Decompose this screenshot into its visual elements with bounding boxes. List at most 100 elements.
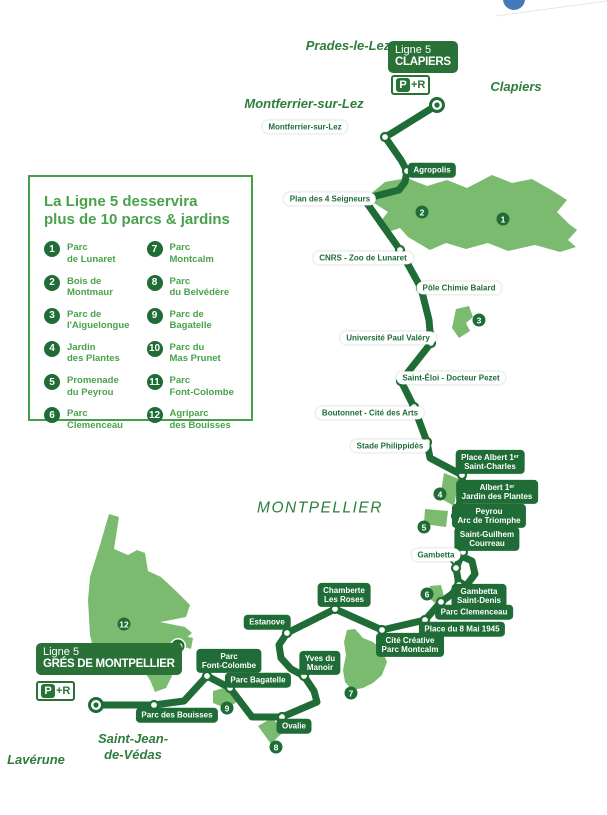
terminus-marker-gres: [88, 697, 104, 713]
stop-label-parc-clemenceau: Parc Clemenceau: [435, 604, 513, 620]
park-number-badge: 3: [44, 307, 60, 324]
stop-label-montferrier-sur-lez: Montferrier-sur-Lez: [262, 120, 348, 134]
legend-item-parc-clemenceau: 6 Parc Clemenceau: [44, 407, 137, 431]
stop-label-boutonnet-cite-des-arts: Boutonnet - Cité des Arts: [315, 406, 425, 420]
park-number-badge: 9: [146, 307, 163, 324]
legend-item-agriparc-des-bouisses: 12 Agriparc des Bouisses: [146, 407, 240, 431]
parking-icon: P: [41, 684, 55, 698]
parking-icon: P: [396, 78, 410, 92]
stop-label-stade-philippides: Stade Philippidès: [350, 439, 430, 453]
terminus-name-label: GRÉS DE MONTPELLIER: [43, 658, 175, 671]
stop-label-gambetta: Gambetta: [411, 548, 461, 562]
place-clapiers: Clapiers: [490, 78, 542, 94]
legend-column-left: 1 Parc de Lunaret 2 Bois de Montmaur 3 P…: [44, 241, 137, 431]
park-and-ride-icon-north: P +R: [391, 75, 431, 95]
park-number-badge: 1: [44, 241, 60, 258]
park-name: Parc de Bagatelle: [169, 308, 212, 332]
stop-label-parc-bagatelle: Parc Bagatelle: [224, 672, 292, 688]
stop-label-saint-guilhem-courreau: Saint-Guilhem Courreau: [454, 526, 520, 552]
park-badge-3: 3: [472, 313, 486, 327]
legend-item-parc-de-l-aiguelongue: 3 Parc de l'Aiguelongue: [44, 307, 137, 332]
terminus-line-label: Ligne 5: [395, 44, 432, 56]
park-number-badge: 7: [146, 241, 163, 258]
park-and-ride-label: +R: [411, 79, 426, 91]
park-name: Parc de Lunaret: [67, 242, 116, 265]
legend-item-parc-font-colombe: 11 Parc Font-Colombe: [146, 374, 240, 398]
stop-label-saint-eloi-docteur-pezet: Saint-Éloi - Docteur Pezet: [396, 371, 506, 385]
page-fold-line: [495, 0, 607, 17]
stop-label-place-albert-1er: Place Albert 1ᵉʳ Saint-Charles: [455, 449, 525, 475]
stop-label-plan-des-4-seigneurs: Plan des 4 Seigneurs: [283, 192, 377, 206]
parks-legend: La Ligne 5 desservira plus de 10 parcs &…: [28, 175, 253, 431]
stop-label-universite-paul-valery: Université Paul Valéry: [340, 331, 436, 345]
place-montferrier: Montferrier-sur-Lez: [244, 95, 364, 111]
park-name: Parc du Belvédère: [169, 275, 230, 299]
stop-marker: [281, 627, 293, 639]
park-name: Parc de l'Aiguelongue: [67, 308, 130, 332]
park-badge-4: 4: [433, 487, 447, 501]
park-name: Parc Montcalm: [169, 242, 214, 265]
terminus-line-label: Ligne 5: [43, 646, 80, 658]
legend-item-parc-du-belvedere: 8 Parc du Belvédère: [146, 274, 240, 299]
legend-column-right: 7 Parc Montcalm 8 Parc du Belvédère 9 Pa…: [146, 241, 240, 431]
park-name: Jardin des Plantes: [67, 341, 120, 365]
park-area-5: [424, 509, 448, 527]
park-number-badge: 12: [146, 407, 163, 424]
park-number-badge: 2: [44, 274, 60, 291]
legend-item-bois-de-montmaur: 2 Bois de Montmaur: [44, 274, 137, 299]
park-number-badge: 10: [146, 340, 163, 357]
park-badge-5: 5: [417, 520, 431, 534]
park-name: Parc Font-Colombe: [169, 375, 234, 398]
legend-columns: 1 Parc de Lunaret 2 Bois de Montmaur 3 P…: [44, 241, 239, 431]
stop-label-agropolis: Agropolis: [407, 162, 457, 178]
park-badge-12: 12: [117, 617, 131, 631]
stop-label-pole-chimie-balard: Pôle Chimie Balard: [416, 281, 502, 295]
legend-item-jardin-des-plantes: 4 Jardin des Plantes: [44, 340, 137, 365]
stop-marker: [201, 670, 213, 682]
place-saint-jean-de-vedas: Saint-Jean- de-Védas: [97, 730, 169, 762]
park-number-badge: 4: [44, 340, 60, 357]
park-number-badge: 8: [146, 274, 163, 291]
park-badge-9: 9: [220, 701, 234, 715]
place-laverune: Lavérune: [7, 751, 65, 767]
legend-title: La Ligne 5 desservira plus de 10 parcs &…: [44, 193, 230, 228]
park-name: Parc du Mas Prunet: [169, 341, 221, 365]
stop-label-yves-du-manoir: Yves du Manoir: [299, 650, 341, 676]
park-area-3: [452, 306, 473, 338]
legend-item-parc-montcalm: 7 Parc Montcalm: [146, 241, 240, 265]
terminus-box-clapiers: Ligne 5 CLAPIERS: [388, 41, 458, 73]
stop-label-peyrou-arc-de-triomphe: Peyrou Arc de Triomphe: [451, 503, 527, 529]
stop-label-albert-1er-jardin-des-plantes: Albert 1ᵉʳ Jardin des Plantes: [456, 479, 538, 505]
park-badge-7: 7: [344, 686, 358, 700]
stop-label-gambetta-saint-denis: Gambetta Saint-Denis: [451, 583, 507, 609]
stop-marker: [450, 562, 462, 574]
park-badge-6: 6: [420, 587, 434, 601]
logo-fragment: [503, 0, 525, 10]
place-montpellier: MONTPELLIER: [257, 499, 383, 517]
stop-label-place-du-8-mai-1945: Place du 8 Mai 1945: [418, 621, 506, 637]
park-number-badge: 6: [44, 407, 60, 424]
stop-label-ovalie: Ovalie: [276, 718, 312, 734]
park-and-ride-label: +R: [56, 685, 71, 697]
park-number-badge: 5: [44, 374, 60, 390]
legend-item-parc-de-bagatelle: 9 Parc de Bagatelle: [146, 307, 240, 332]
park-name: Bois de Montmaur: [67, 275, 113, 299]
stop-label-parc-des-bouisses: Parc des Bouisses: [135, 707, 219, 723]
park-name: Parc Clemenceau: [67, 408, 123, 431]
stop-label-cnrs-zoo-de-lunaret: CNRS - Zoo de Lunaret: [313, 251, 413, 265]
park-badge-1: 1: [496, 212, 510, 226]
park-badge-8: 8: [269, 740, 283, 754]
stop-label-estanove: Estanove: [243, 614, 291, 630]
park-number-badge: 11: [146, 374, 163, 390]
terminus-marker-clapiers: [429, 97, 445, 113]
park-name: Promenade du Peyrou: [67, 375, 119, 398]
terminus-box-gres-de-montpellier: Ligne 5 GRÉS DE MONTPELLIER: [36, 643, 182, 675]
park-and-ride-icon-south: P +R: [36, 681, 76, 701]
legend-item-parc-du-mas-prunet: 10 Parc du Mas Prunet: [146, 340, 240, 365]
stop-marker: [379, 131, 391, 143]
park-area-7: [343, 629, 387, 690]
stop-label-chamberte-les-roses: Chamberte Les Roses: [317, 582, 371, 608]
place-prades-le-lez: Prades-le-Lez: [305, 37, 391, 53]
